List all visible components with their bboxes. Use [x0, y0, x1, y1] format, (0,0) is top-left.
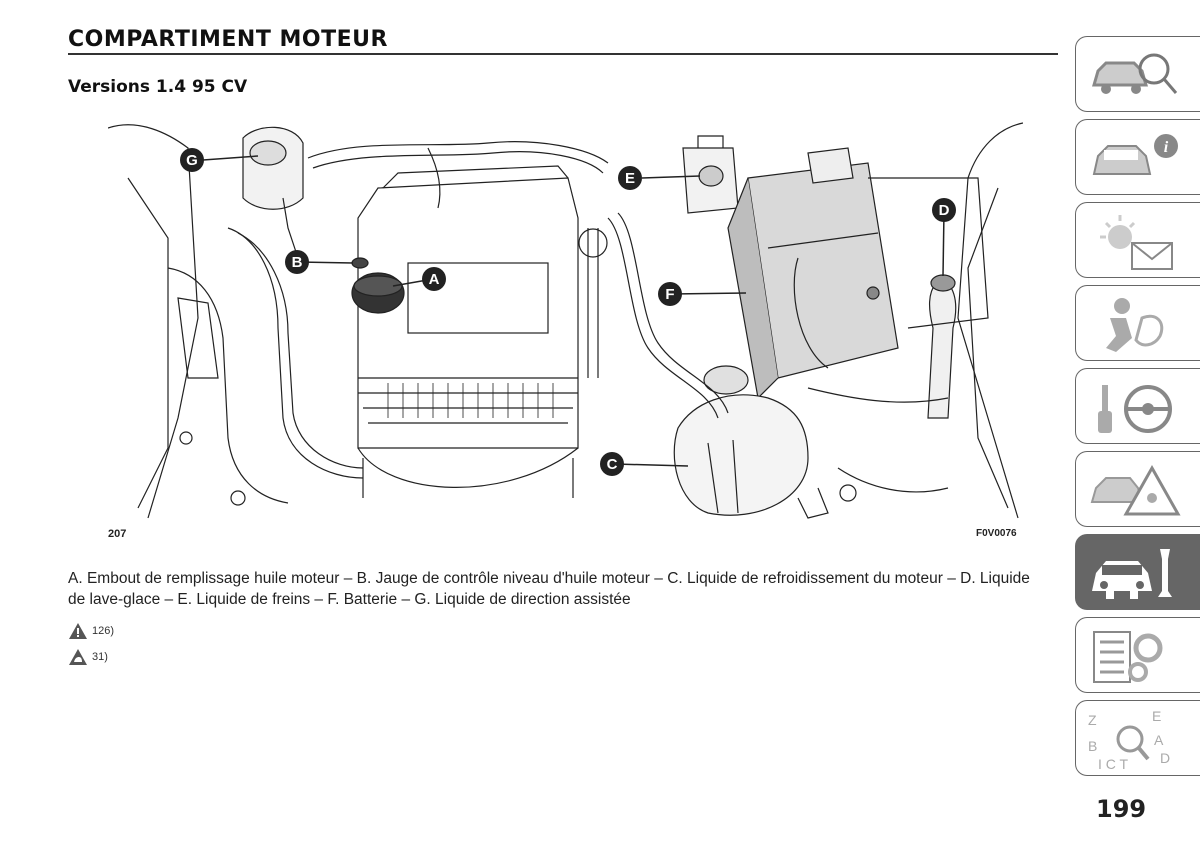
svg-text:D: D [1160, 750, 1170, 766]
svg-text:A: A [429, 271, 440, 288]
tab-seat-airbag[interactable] [1075, 285, 1200, 361]
section-subtitle: Versions 1.4 95 CV [68, 77, 248, 97]
light-envelope-icon [1100, 215, 1173, 270]
key-steering-wheel-icon [1098, 385, 1172, 433]
svg-text:E: E [625, 170, 635, 187]
svg-text:E: E [1152, 708, 1161, 724]
car-info-icon: i [1092, 134, 1178, 175]
note-row-environment: 31) [68, 648, 108, 666]
tab-car-search[interactable] [1075, 36, 1200, 112]
svg-text:G: G [186, 152, 198, 169]
figure-caption: A. Embout de remplissage huile moteur – … [68, 570, 1030, 608]
svg-text:D: D [939, 202, 950, 219]
tab-alphabet-index[interactable]: Z E B A I C T D [1075, 700, 1200, 776]
callout-e: E [618, 166, 642, 190]
svg-text:I C T: I C T [1098, 756, 1129, 771]
svg-text:B: B [1088, 738, 1097, 754]
tab-car-info[interactable]: i [1075, 119, 1200, 195]
callout-g: G [180, 148, 204, 172]
svg-text:C: C [607, 456, 618, 473]
tab-list-gears[interactable] [1075, 617, 1200, 693]
warning-triangle-icon [69, 623, 87, 639]
tab-car-warning[interactable] [1075, 451, 1200, 527]
seat-airbag-icon [1106, 298, 1164, 352]
list-gears-icon [1093, 631, 1163, 683]
tab-car-maintenance[interactable] [1075, 534, 1200, 610]
title-divider [68, 53, 1058, 55]
svg-text:i: i [1164, 139, 1169, 156]
svg-text:Z: Z [1088, 712, 1097, 728]
engine-compartment-illustration: G B A E F D C [108, 122, 1023, 519]
callout-a: A [422, 267, 446, 291]
svg-text:A: A [1154, 732, 1164, 748]
environment-hand-icon [69, 649, 87, 665]
svg-text:F: F [665, 286, 674, 303]
page-number: 199 [1096, 795, 1147, 823]
page-title: COMPARTIMENT MOTEUR [68, 27, 388, 52]
tab-light-envelope[interactable] [1075, 202, 1200, 278]
alphabet-index-icon: Z E B A I C T D [1088, 708, 1170, 771]
callout-f: F [658, 282, 682, 306]
note-row-warning: 126) [68, 622, 114, 640]
figure-number: 207 [108, 528, 127, 540]
callout-c: C [600, 452, 624, 476]
note-ref: 31) [92, 651, 108, 663]
svg-text:B: B [292, 254, 303, 271]
note-ref: 126) [92, 625, 115, 637]
figure-code: F0V0076 [976, 528, 1017, 539]
car-warning-icon [1090, 464, 1181, 516]
tab-key-steering[interactable] [1075, 368, 1200, 444]
callout-d: D [932, 198, 956, 222]
callout-b: B [285, 250, 309, 274]
car-search-icon [1092, 53, 1178, 94]
car-wrench-icon [1092, 549, 1172, 599]
